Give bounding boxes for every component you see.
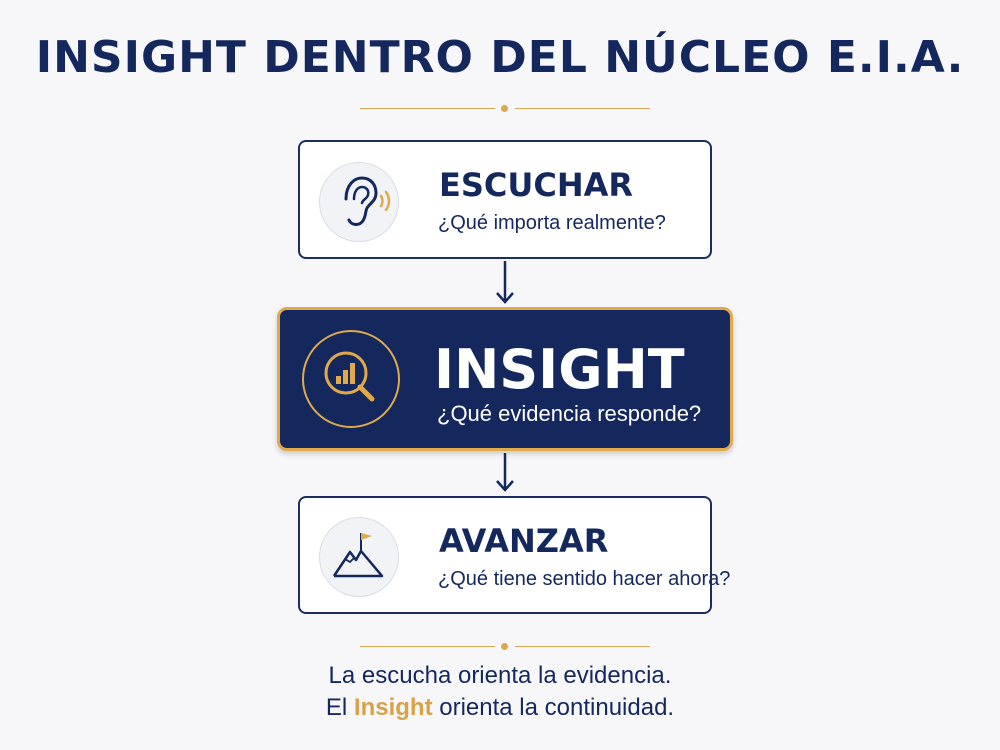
arrow-down-icon [496,453,514,492]
footer-suffix: orienta la continuidad. [439,694,675,721]
step-title: ESCUCHAR [439,166,634,204]
step-card-insight: INSIGHT ¿Qué evidencia responde? [277,307,733,451]
step-question: ¿Qué evidencia responde? [437,401,702,426]
footer-accent-word: Insight [353,694,433,721]
step-question: ¿Qué importa realmente? [438,212,666,234]
step-card-escuchar: ESCUCHAR ¿Qué importa realmente? [298,140,712,259]
step-title: AVANZAR [439,522,609,560]
step-title: INSIGHT [434,338,685,401]
step-question: ¿Qué tiene sentido hacer ahora? [438,568,731,590]
ear-icon [319,162,399,242]
footer-prefix: El [325,694,348,721]
bottom-divider [360,641,650,653]
top-divider [360,103,650,115]
step-card-avanzar: AVANZAR ¿Qué tiene sentido hacer ahora? [298,496,730,614]
mountain-flag-icon [319,517,399,597]
arrow-down-icon [496,261,514,304]
footer-line-2: El Insight orienta la continuidad. [0,694,1000,722]
magnifier-chart-icon [302,330,400,428]
page-title: INSIGHT DENTRO DEL NÚCLEO E.I.A. [35,32,965,83]
footer-line-1: La escucha orienta la evidencia. [328,662,672,689]
